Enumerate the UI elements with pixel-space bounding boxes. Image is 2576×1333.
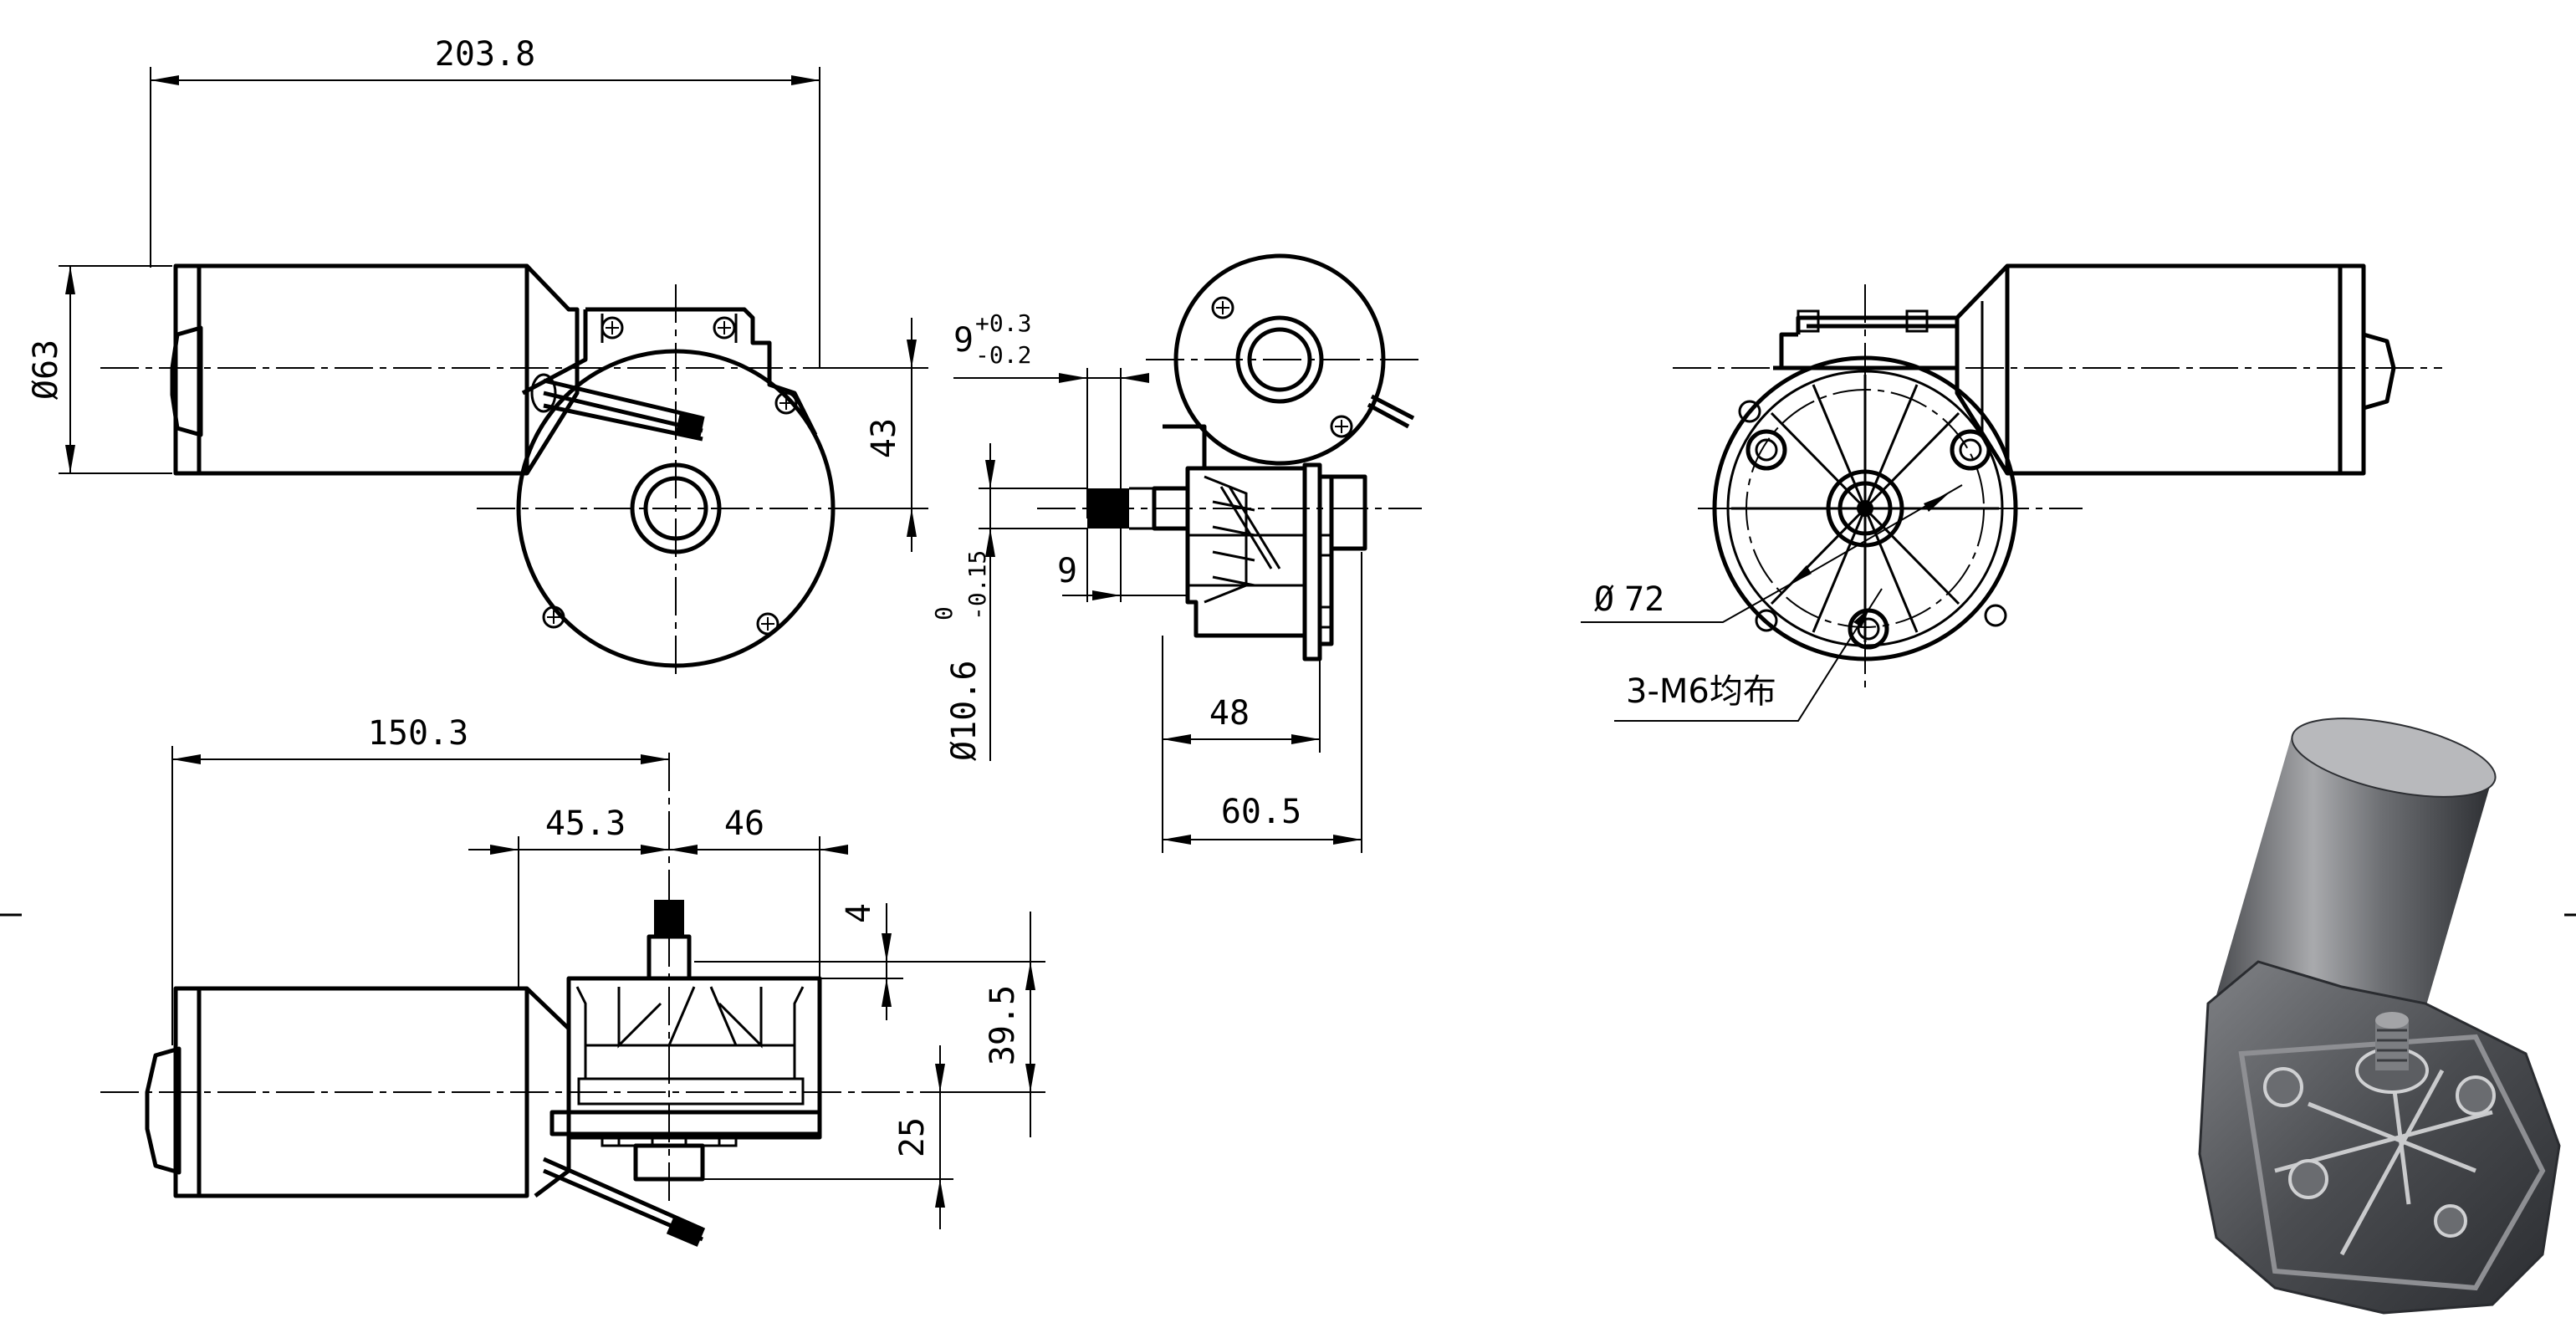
flat-tolerance-upper: +0.3 [975, 309, 1031, 337]
diameter-symbol: Ø [945, 741, 984, 761]
dim-depth-60-5: 60.5 [1163, 552, 1362, 853]
screw-icon [1211, 296, 1353, 438]
diameter-symbol: Ø [1594, 580, 1614, 619]
flat-tolerance-lower: -0.2 [975, 341, 1031, 369]
end-view [1037, 253, 1422, 661]
dim-output-offset: 43 [836, 318, 928, 552]
dim-motor-diameter: Ø63 [27, 265, 172, 474]
dim-left-right-offset: 45.3 46 [468, 804, 848, 987]
motor-3d-render [2198, 718, 2561, 1315]
dim-overall-length: 203.8 [150, 35, 820, 368]
dim-bolt-circle: Ø 72 [1581, 484, 1963, 623]
axis-height-label: 25 [893, 1117, 932, 1157]
svg-text:Ø72: Ø 72 [1594, 580, 1664, 619]
thread-callout-label: 3-M6均布 [1626, 672, 1776, 711]
shaft-tolerance-upper: 0 [930, 606, 958, 621]
diameter-symbol: Ø [27, 380, 65, 400]
right-offset-label: 46 [724, 804, 764, 843]
svg-text:Ø10.6: Ø10.6 [945, 661, 984, 761]
shaft-tolerance-lower: -0.15 [963, 550, 991, 621]
dim-flat-width: 9 +0.3 -0.2 [953, 309, 1149, 518]
shaft-protrusion-label: 4 [840, 903, 878, 923]
shaft-height-label: 39.5 [984, 985, 1022, 1065]
left-offset-label: 45.3 [545, 804, 626, 843]
dim-side-length: 150.3 [171, 714, 669, 1045]
bolt-circle-label: 72 [1624, 580, 1664, 619]
dim-shaft-diameter: Ø10.6 0 -0.15 [930, 443, 1087, 761]
screw-icon [542, 316, 798, 636]
side-length-label: 150.3 [368, 714, 468, 753]
flat-width-label: 9 [953, 321, 974, 360]
dim-flat-depth: 9 [1057, 529, 1188, 602]
dim-depth-48: 48 [1162, 636, 1321, 853]
flat-depth-label: 9 [1057, 552, 1077, 590]
gearbox-face-view [1673, 263, 2442, 694]
motor-diameter-label: 63 [27, 340, 65, 380]
depth-48-label: 48 [1209, 694, 1250, 733]
shaft-diameter-label: 10.6 [945, 661, 984, 741]
thread-callout: 3-M6均布 [1614, 588, 1883, 722]
depth-60-5-label: 60.5 [1221, 793, 1301, 831]
dim-shaft-height: 39.5 [694, 912, 1045, 1137]
svg-text:Ø63: Ø63 [27, 340, 65, 400]
output-offset-label: 43 [865, 418, 903, 458]
dim-axis-height: 25 [703, 1045, 953, 1229]
front-view [100, 263, 887, 677]
overall-length-label: 203.8 [435, 35, 535, 74]
side-view [100, 753, 953, 1247]
